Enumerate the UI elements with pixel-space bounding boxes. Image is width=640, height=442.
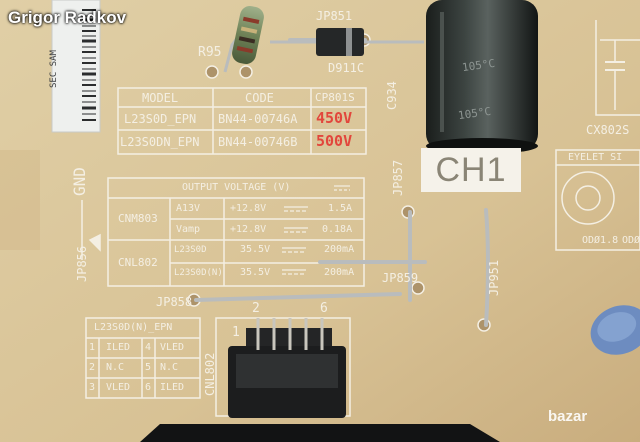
pin-cell: N.C <box>160 362 179 373</box>
site-logo-watermark: bazar <box>548 408 588 425</box>
electrolytic-capacitor <box>426 0 538 154</box>
row-a13v-voltage: +12.8V <box>230 203 267 214</box>
cp801s-header: CP801S <box>315 91 355 104</box>
row-l23s0d-label: L23S0D <box>174 245 207 255</box>
diode-d911c <box>270 28 424 56</box>
pin-cell: 3 <box>89 382 96 393</box>
pin-cell: 5 <box>145 362 152 373</box>
label-d911c: D911C <box>328 61 365 75</box>
label-pin1: 1 <box>232 325 240 340</box>
label-eyelet: EYELET SI <box>568 152 623 163</box>
row-l23s0d-voltage: 35.5V <box>240 244 271 255</box>
ch1-label: CH1 <box>421 148 521 192</box>
row-l23s0d-current: 200mA <box>324 244 355 255</box>
row-a13v-label: A13V <box>176 203 201 214</box>
label-cnl802: CNL802 <box>203 352 217 396</box>
group-cnl802: CNL802 <box>118 256 158 269</box>
row-vamp-label: Vamp <box>176 224 201 235</box>
label-od2: ODØ <box>622 235 640 246</box>
label-jp951: JP951 <box>487 259 501 296</box>
model-header: MODEL <box>142 91 179 105</box>
group-cnm803: CNM803 <box>118 212 158 225</box>
label-cx802s: CX802S <box>586 123 630 137</box>
row-vamp-voltage: +12.8V <box>230 224 267 235</box>
pin-cell: 2 <box>89 362 96 373</box>
row-l23s0dn-current: 200mA <box>324 267 355 278</box>
pin-cell: VLED <box>160 342 185 353</box>
pin-cell: VLED <box>106 382 131 393</box>
model-row-2: L23S0DN_EPN <box>120 135 200 149</box>
pin-cell: 4 <box>145 342 152 353</box>
label-pin2: 2 <box>252 301 260 316</box>
y-capacitor <box>590 305 640 355</box>
row-l23s0dn-voltage: 35.5V <box>240 267 271 278</box>
output-title: OUTPUT VOLTAGE (V) <box>182 182 291 193</box>
label-jp856: JP856 <box>75 245 89 282</box>
model-row-1: L23S0D_EPN <box>124 112 197 126</box>
connector-cnl802 <box>228 318 346 418</box>
label-jp857: JP857 <box>391 159 405 196</box>
pin-cell: 1 <box>89 342 96 353</box>
voltage-row-2: 500V <box>316 132 353 150</box>
label-od1: ODØ1.8 <box>582 235 619 246</box>
pin-cell: ILED <box>160 382 185 393</box>
row-l23s0dn-label: L23S0D(N) <box>174 268 223 278</box>
resistor-r95 <box>223 5 264 73</box>
row-a13v-current: 1.5A <box>328 203 353 214</box>
label-jp858: JP858 <box>156 295 193 309</box>
pin-cell: 6 <box>145 382 152 393</box>
label-r95: R95 <box>198 45 222 60</box>
code-row-1: BN44-00746A <box>218 112 298 126</box>
label-gnd: GND <box>70 167 89 196</box>
voltage-row-1: 450V <box>316 109 353 127</box>
barcode <box>82 9 96 121</box>
pin-cell: ILED <box>106 342 131 353</box>
row-vamp-current: 0.18A <box>322 224 353 235</box>
label-c934: C934 <box>385 81 399 110</box>
label-pin6: 6 <box>320 301 328 316</box>
serial-sticker <box>51 0 101 133</box>
pin-table-title: L23S0D(N)_EPN <box>94 322 173 333</box>
author-watermark: Grigor Radkov <box>8 8 127 27</box>
pin-cell: N.C <box>106 362 125 373</box>
label-jp851: JP851 <box>316 9 353 23</box>
sticker-text: SEC SAM <box>49 50 59 88</box>
code-header: CODE <box>245 91 274 105</box>
label-jp859: JP859 <box>382 271 419 285</box>
code-row-2: BN44-00746B <box>218 135 298 149</box>
